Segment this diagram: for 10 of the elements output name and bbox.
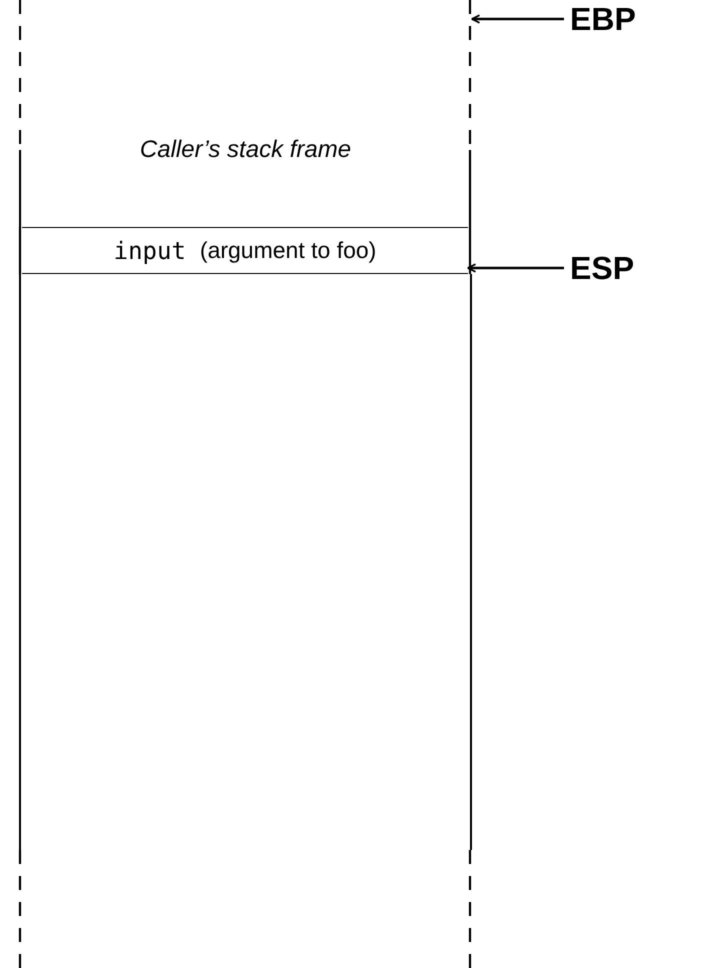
frame-label: Caller’s stack frame xyxy=(140,136,352,163)
pointer-arrow xyxy=(471,14,564,24)
stack-area xyxy=(19,274,472,850)
register-name: ESP xyxy=(570,250,634,286)
variable-name: input xyxy=(114,236,186,264)
stack-frame xyxy=(19,0,472,227)
slot-description: (argument to foo) xyxy=(200,237,376,264)
stack-slot xyxy=(22,227,468,274)
pointer-arrow xyxy=(467,263,564,273)
register-name: EBP xyxy=(570,0,636,38)
